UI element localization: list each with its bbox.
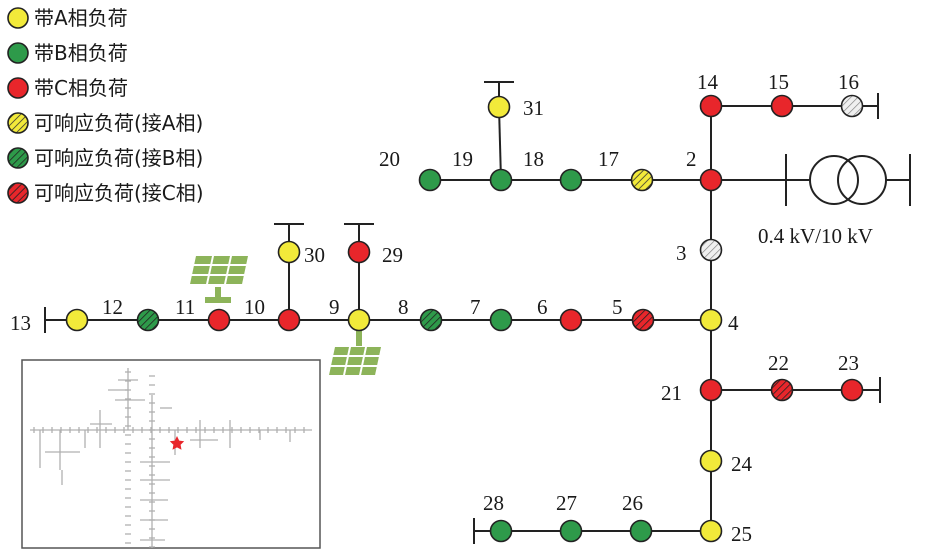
bus-label-20: 20: [379, 147, 400, 171]
bus-node-29: [347, 240, 371, 264]
bus-label-22: 22: [768, 351, 789, 375]
bus-label-17: 17: [598, 147, 619, 171]
pv-panel-icon-node-9: [329, 330, 381, 375]
legend-label-1: 带A相负荷: [34, 6, 128, 30]
bus-label-14: 14: [697, 70, 719, 94]
bus-node-4: [699, 308, 723, 332]
legend-label-2: 带B相负荷: [34, 41, 128, 65]
bus-node-10: [277, 308, 301, 332]
bus-node-25: [699, 519, 723, 543]
bus-label-16: 16: [838, 70, 859, 94]
legend-swatch-4: [7, 112, 29, 134]
bus-label-18: 18: [523, 147, 544, 171]
bus-label-23: 23: [838, 351, 859, 375]
bus-node-9: [347, 308, 371, 332]
bus-node-22: [770, 378, 794, 402]
legend-label-6: 可响应负荷(接C相): [34, 181, 204, 205]
legend-swatch-6: [7, 182, 29, 204]
bus-label-6: 6: [537, 295, 548, 319]
bus-label-12: 12: [102, 295, 123, 319]
legend-label-5: 可响应负荷(接B相): [34, 146, 203, 170]
bus-label-3: 3: [676, 241, 687, 265]
bus-label-30: 30: [304, 243, 325, 267]
bus-node-19: [489, 168, 513, 192]
bus-node-14: [699, 94, 723, 118]
bus-label-13: 13: [10, 311, 31, 335]
bus-label-7: 7: [470, 295, 481, 319]
bus-node-24: [699, 449, 723, 473]
legend-swatch-3: [7, 77, 29, 99]
bus-node-28: [489, 519, 513, 543]
bus-node-12: [136, 308, 160, 332]
legend-swatch-5: [7, 147, 29, 169]
bus-label-26: 26: [622, 491, 643, 515]
bus-label-9: 9: [329, 295, 340, 319]
bus-label-19: 19: [452, 147, 473, 171]
legend-swatch-2: [7, 42, 29, 64]
bus-node-15: [770, 94, 794, 118]
bus-node-8: [419, 308, 443, 332]
inset-overview-map: [21, 359, 321, 549]
bus-node-20: [418, 168, 442, 192]
edge-19-31: [498, 106, 502, 181]
bus-node-23: [840, 378, 864, 402]
bus-node-21: [699, 378, 723, 402]
bus-label-29: 29: [382, 243, 403, 267]
bus-node-7: [489, 308, 513, 332]
bus-node-27: [559, 519, 583, 543]
pv-panel-icon-node-11: [190, 256, 248, 303]
bus-node-18: [559, 168, 583, 192]
bus-node-26: [629, 519, 653, 543]
legend-label-4: 可响应负荷(接A相): [34, 111, 203, 135]
bus-label-27: 27: [556, 491, 577, 515]
bus-node-11: [207, 308, 231, 332]
bus-label-15: 15: [768, 70, 789, 94]
star-icon: [169, 436, 185, 450]
bus-node-31: [487, 95, 511, 119]
bus-node-2: [699, 168, 723, 192]
legend-label-3: 带C相负荷: [34, 76, 128, 100]
bus-node-5: [631, 308, 655, 332]
bus-label-5: 5: [612, 295, 623, 319]
legend-swatch-1: [7, 7, 29, 29]
transformer-icon: [809, 155, 887, 205]
transformer-label: 0.4 kV/10 kV: [758, 224, 873, 248]
bus-label-8: 8: [398, 295, 409, 319]
bus-label-11: 11: [175, 295, 195, 319]
bus-node-3: [699, 238, 723, 262]
bus-label-4: 4: [728, 311, 739, 335]
bus-label-31: 31: [523, 96, 544, 120]
bus-node-30: [277, 240, 301, 264]
bus-label-24: 24: [731, 452, 753, 476]
bus-label-28: 28: [483, 491, 504, 515]
bus-label-25: 25: [731, 522, 752, 546]
bus-node-16: [840, 94, 864, 118]
bus-node-13: [65, 308, 89, 332]
bus-node-17: [630, 168, 654, 192]
bus-label-2: 2: [686, 147, 697, 171]
bus-label-10: 10: [244, 295, 265, 319]
network-lines: [77, 105, 852, 532]
bus-node-6: [559, 308, 583, 332]
bus-label-21: 21: [661, 381, 682, 405]
